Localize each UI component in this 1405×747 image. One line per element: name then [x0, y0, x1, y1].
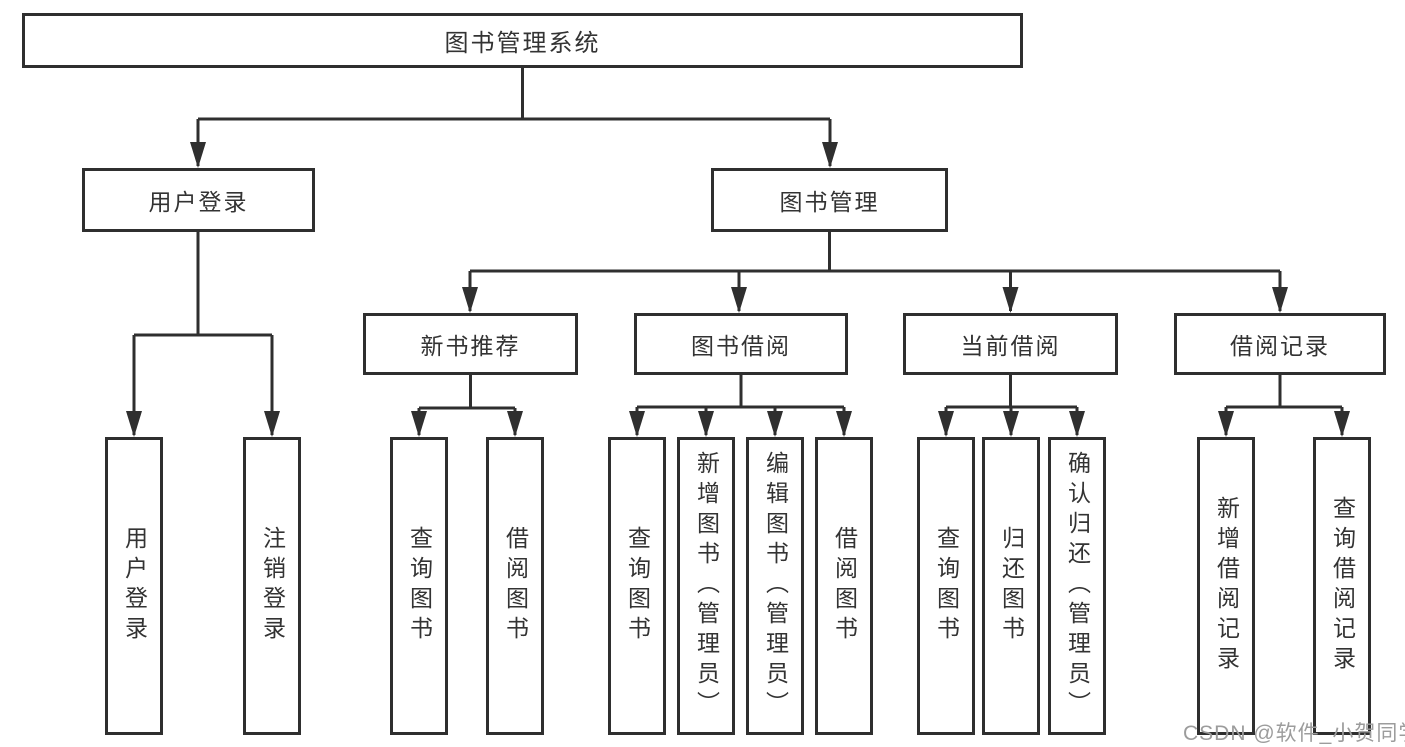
node-borrowing-records: 借阅记录	[1174, 313, 1386, 375]
leaf-br-add-borrow-record: 新增借阅记录	[1197, 437, 1255, 735]
leaf-bb-edit-books-admin: 编辑图书（管理员）	[746, 437, 804, 735]
leaf-cb-return-books: 归还图书	[982, 437, 1040, 735]
node-user-login: 用户登录	[82, 168, 315, 232]
leaf-nbr-query-books: 查询图书	[390, 437, 448, 735]
leaf-bb-add-books-admin: 新增图书（管理员）	[677, 437, 735, 735]
leaf-logout-login: 注销登录	[243, 437, 301, 735]
node-book-borrowing: 图书借阅	[634, 313, 848, 375]
leaf-cb-confirm-return-admin: 确认归还（管理员）	[1048, 437, 1106, 735]
node-book-management: 图书管理	[711, 168, 948, 232]
leaf-user-login: 用户登录	[105, 437, 163, 735]
node-current-borrowing: 当前借阅	[903, 313, 1118, 375]
leaf-bb-borrow-books: 借阅图书	[815, 437, 873, 735]
leaf-cb-query-books: 查询图书	[917, 437, 975, 735]
arrowhead-icons	[126, 142, 1350, 437]
node-root: 图书管理系统	[22, 13, 1023, 68]
leaf-br-query-borrow-record: 查询借阅记录	[1313, 437, 1371, 735]
csdn-watermark: CSDN @软件_小贺同学	[1183, 722, 1405, 745]
leaf-bb-query-books: 查询图书	[608, 437, 666, 735]
node-new-book-recommend: 新书推荐	[363, 313, 578, 375]
leaf-nbr-borrow-books: 借阅图书	[486, 437, 544, 735]
